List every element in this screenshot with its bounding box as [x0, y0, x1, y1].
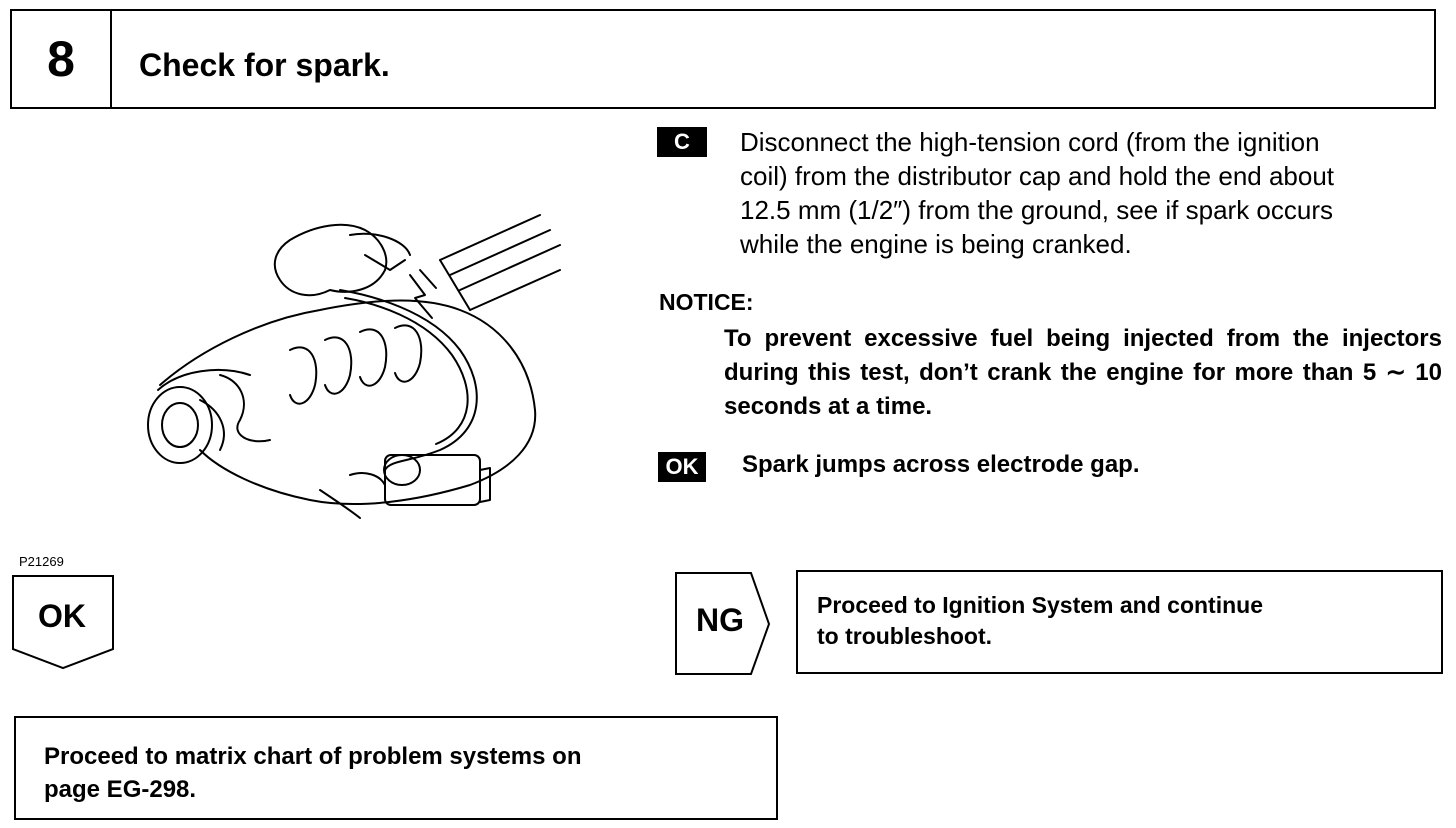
engine-ignition-illustration — [147, 214, 561, 519]
notice-text: To prevent excessive fuel being injected… — [724, 325, 1442, 420]
ok-arrow-label: OK — [38, 598, 86, 634]
ok-action-box: Proceed to matrix chart of problem syste… — [14, 716, 778, 820]
step-number: 8 — [12, 11, 112, 107]
ng-action-box: Proceed to Ignition System and continue … — [796, 570, 1443, 674]
notice-label: NOTICE: — [659, 289, 754, 315]
instruction-line: Disconnect the high-tension cord (from t… — [740, 127, 1320, 157]
ng-arrow-label: NG — [696, 602, 744, 638]
instruction-text: Disconnect the high-tension cord (from t… — [740, 125, 1440, 261]
instruction-line: coil) from the distributor cap and hold … — [740, 161, 1335, 191]
ok-action-line: Proceed to matrix chart of problem syste… — [44, 743, 582, 770]
ng-arrow-icon — [675, 572, 771, 675]
tag-ok-badge: OK — [658, 452, 706, 482]
step-header: 8 Check for spark. — [10, 9, 1436, 109]
figure-code: P21269 — [19, 554, 64, 569]
tag-c-badge: C — [657, 127, 707, 157]
ok-action-line: page EG-298. — [44, 776, 197, 803]
instruction-line: while the engine is being cranked. — [740, 229, 1132, 259]
ok-arrow-icon — [12, 575, 114, 670]
step-title: Check for spark. — [139, 47, 390, 83]
instruction-line: 12.5 mm (1/2″) from the ground, see if s… — [740, 195, 1333, 225]
ng-action-line: to troubleshoot. — [817, 623, 993, 649]
ng-action-line: Proceed to Ignition System and continue — [817, 592, 1263, 618]
ok-result-text: Spark jumps across electrode gap. — [742, 451, 1140, 478]
